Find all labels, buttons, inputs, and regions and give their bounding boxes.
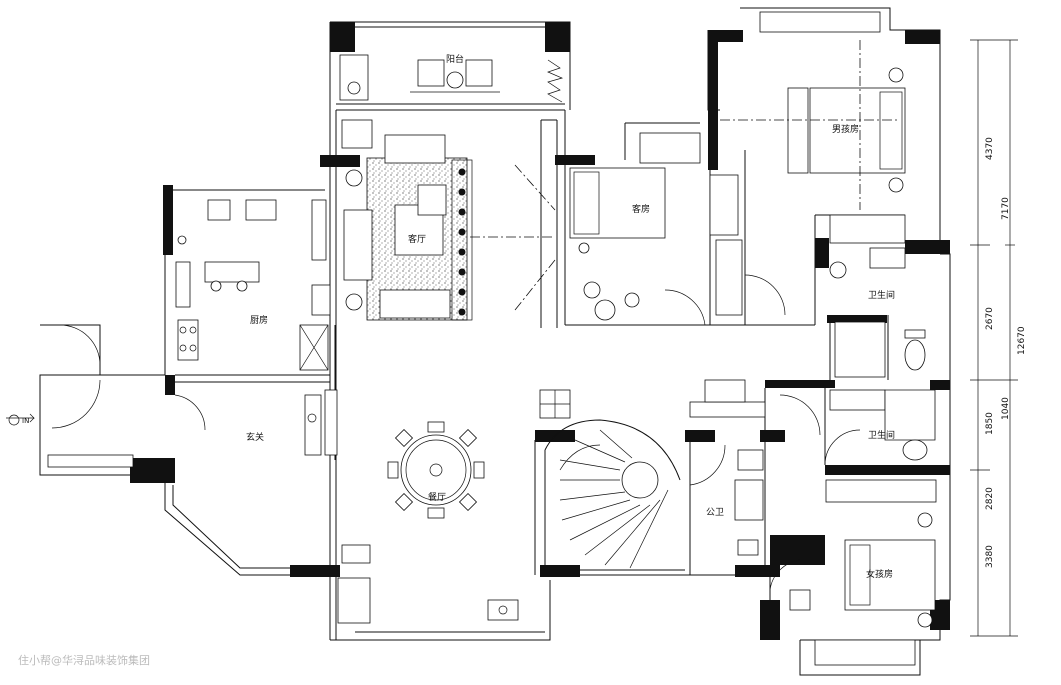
entrance-arrow-icon — [6, 413, 35, 426]
room-label-balcony: 阳台 — [446, 53, 464, 65]
room-label-bathroom-2: 卫生间 — [868, 429, 895, 441]
room-labels: 阳台 客厅 客房 男孩房 卫生间 卫生间 厨房 玄关 餐厅 公卫 女孩房 IN — [22, 53, 895, 580]
dimension-2820: 2820 — [985, 487, 995, 510]
cabinet-dots — [451, 159, 473, 321]
room-label-guest-room: 客房 — [632, 203, 650, 215]
foyer-furniture — [6, 324, 338, 468]
room-label-dining-room: 餐厅 — [428, 491, 446, 503]
room-label-kitchen: 厨房 — [250, 314, 268, 326]
dimension-1850: 1850 — [985, 412, 995, 435]
dimension-2670: 2670 — [985, 307, 995, 330]
kitchen-furniture — [175, 199, 331, 371]
balcony-furniture — [339, 54, 564, 103]
room-label-girls-room: 女孩房 — [866, 568, 893, 580]
room-label-living-room: 客厅 — [408, 233, 426, 245]
room-label-public-wc: 公卫 — [706, 507, 724, 518]
public-wc-fixtures — [689, 444, 764, 556]
plant-icon — [547, 59, 564, 103]
bathroom-1-fixtures — [829, 247, 926, 378]
spiral-staircase — [539, 379, 766, 571]
outer-walls — [39, 7, 951, 676]
dimension-12670: 12670 — [1017, 326, 1027, 355]
room-label-foyer: 玄关 — [246, 431, 264, 443]
living-room-furniture — [341, 119, 556, 321]
dimension-4370: 4370 — [985, 137, 995, 160]
dining-chairs — [387, 421, 485, 519]
guest-room-furniture — [569, 132, 706, 326]
dimension-3380: 3380 — [985, 545, 995, 568]
room-label-boys-room: 男孩房 — [832, 123, 859, 135]
dimension-lines: 4370 7170 2670 12670 1850 1040 2820 3380 — [970, 39, 1027, 637]
dimension-1040: 1040 — [1001, 397, 1011, 420]
room-label-bathroom-1: 卫生间 — [868, 289, 895, 301]
entrance-label: IN — [22, 417, 29, 425]
dining-table — [337, 421, 519, 624]
girls-room-furniture — [769, 512, 936, 666]
boys-room-furniture — [709, 11, 906, 316]
dimension-7170: 7170 — [1001, 197, 1011, 220]
bathroom-2-fixtures — [779, 389, 937, 503]
watermark: 住小帮@华浔品味装饰集团 — [18, 653, 150, 667]
